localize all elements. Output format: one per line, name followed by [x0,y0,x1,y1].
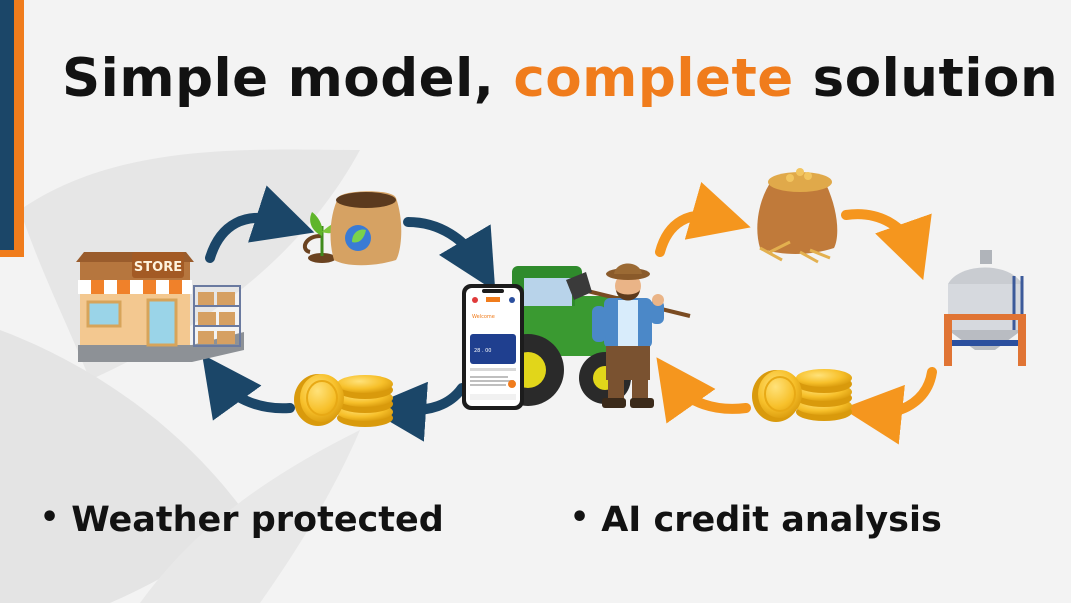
bullet-text: AI credit analysis [601,500,942,540]
grain-sack-icon [757,168,838,264]
phone-header: Welcome [472,314,495,320]
title-highlight: complete [513,48,794,109]
silo-icon [944,250,1026,366]
gold-coins-icon [294,374,393,427]
cycle-arrow-icon [842,367,937,445]
cycle-arrow-icon [655,182,751,257]
cycle-arrow-icon [403,217,496,292]
cycle-arrow-icon [656,357,751,424]
cycle-arrow-icon [366,381,467,442]
gold-coins-icon [752,369,852,422]
bullet-ai-credit-analysis: • AI credit analysis [570,500,942,540]
phone-card-text: 28 . 00 [474,348,492,354]
bullet-text: Weather protected [71,500,444,540]
store-icon: STORE [76,252,244,362]
store-sign: STORE [134,260,182,275]
title-part-2: solution [793,48,1059,109]
slide-title: Simple model, complete solution [62,48,1058,109]
bullet-marker: • [570,500,590,535]
cycle-arrow-icon [202,354,295,421]
title-part-1: Simple model, [62,48,514,109]
accent-bar-blue [0,0,14,250]
bullet-weather-protected: • Weather protected [40,500,444,540]
smartphone-icon: Welcome 28 . 00 [462,284,524,410]
farmer-icon [566,263,691,408]
cycle-arrow-icon [205,185,315,263]
bullet-marker: • [40,500,60,535]
seed-bag-icon [302,191,402,266]
cycle-arrow-icon [841,209,932,281]
